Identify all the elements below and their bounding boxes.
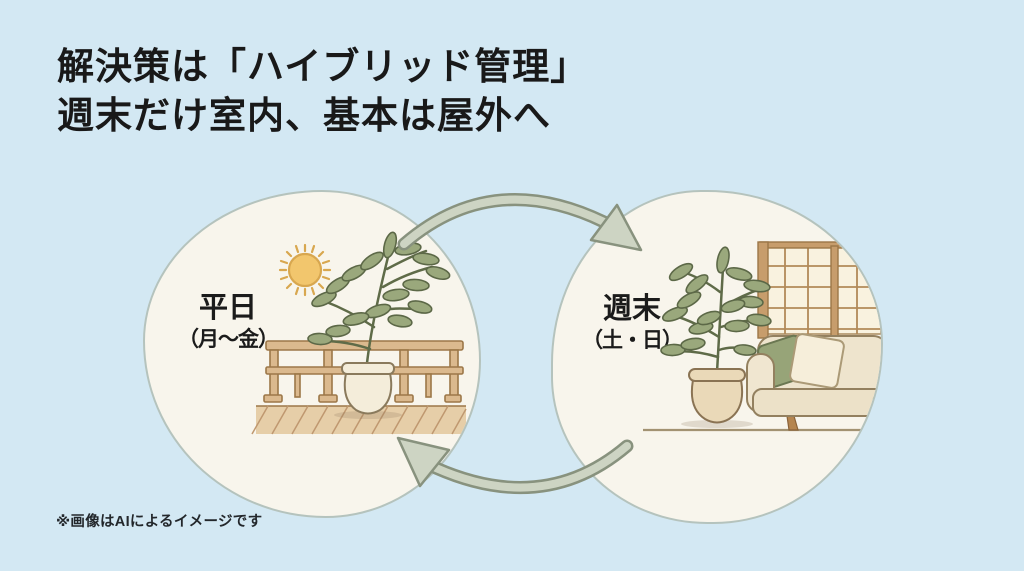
ai-image-disclaimer: ※画像はAIによるイメージです	[56, 514, 263, 530]
living-room-scene-illustration	[643, 241, 881, 432]
weekday-label: 平日 （月～金）	[161, 292, 295, 353]
sofa-icon	[746, 333, 881, 431]
balcony-plant-icon	[307, 231, 451, 374]
balcony-scene-illustration	[251, 231, 467, 435]
page-title: 解決策は「ハイブリッド管理」 週末だけ室内、基本は屋外へ	[57, 42, 588, 140]
sun-icon	[278, 243, 332, 297]
balcony-pot-icon	[334, 362, 402, 419]
weekend-label-period: （土・日）	[582, 329, 683, 352]
weekday-label-main: 平日	[198, 292, 257, 324]
weekend-circle: 週末 （土・日）	[551, 190, 883, 524]
weekday-circle: 平日 （月～金）	[143, 190, 481, 518]
weekend-label: 週末 （土・日）	[565, 293, 699, 354]
balcony-railing	[263, 340, 464, 403]
indoor-plant-icon	[660, 246, 772, 428]
title-line-2: 週末だけ室内、基本は屋外へ	[57, 95, 551, 136]
weekday-label-period: （月～金）	[178, 328, 279, 351]
title-line-1: 解決策は「ハイブリッド管理」	[57, 46, 589, 87]
cream-cushion-icon	[789, 333, 845, 389]
shoji-window-icon	[757, 241, 881, 339]
weekend-label-main: 週末	[602, 293, 661, 325]
